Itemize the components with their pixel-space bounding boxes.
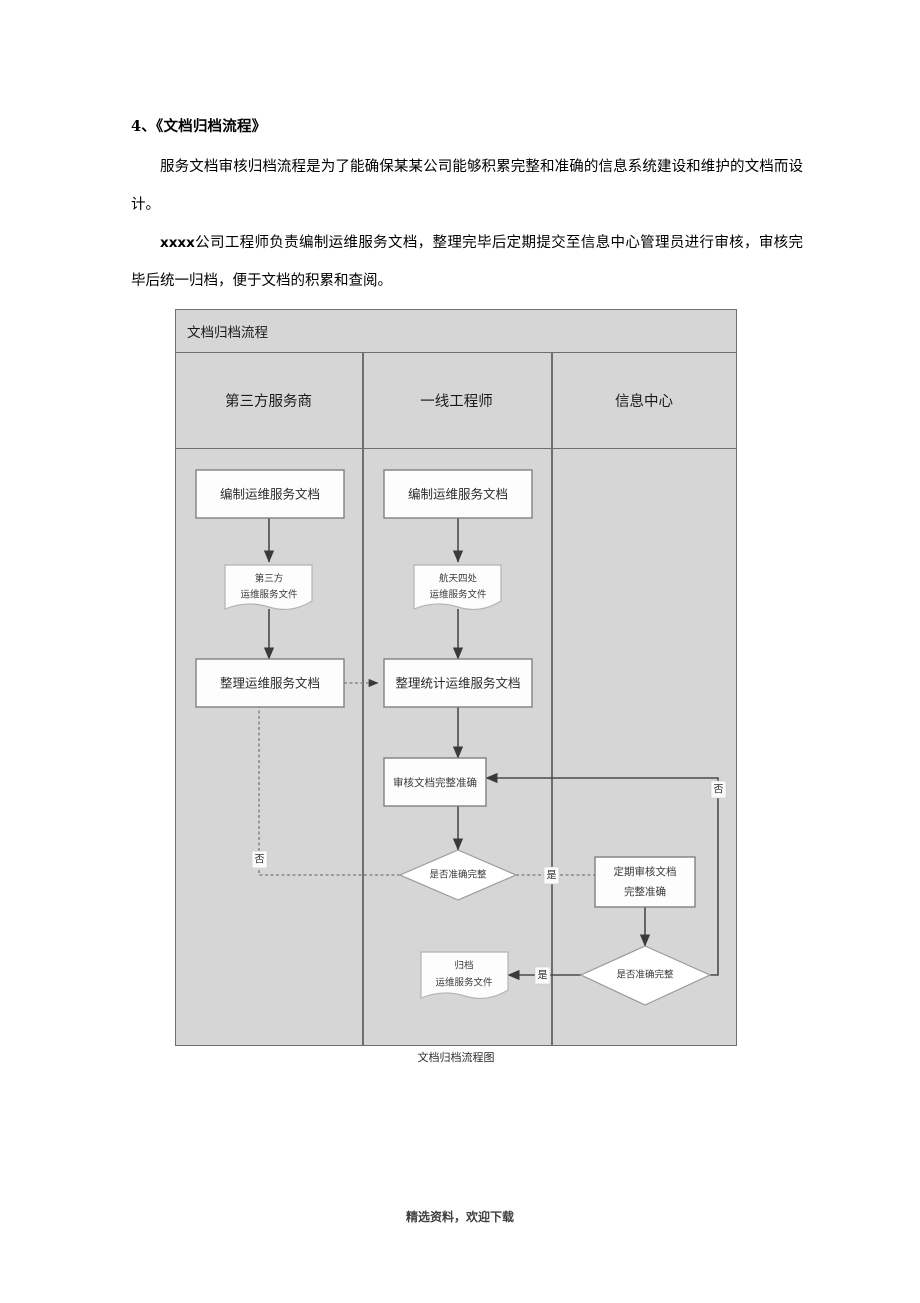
node-n9-line1: 定期审核文档: [614, 865, 677, 878]
flowchart-title: 文档归档流程: [175, 309, 737, 353]
node-compile-ops-doc-thirdparty: [195, 469, 345, 519]
node-n9-line2: 完整准确: [624, 885, 666, 898]
node-n7-label: 审核文档完整准确: [393, 776, 477, 789]
node-n8-label: 是否准确完整: [429, 869, 487, 881]
node-n2-line2: 运维服务文件: [240, 589, 298, 601]
connector-n8-no-to-n3: [254, 688, 400, 876]
lane-divider-1: [362, 353, 364, 1046]
flowchart-diagram: 编制运维服务文档 第三方 运维服务文件 整理运维服务文档 编制运维服务文档 航天…: [195, 469, 727, 1006]
node-compile-ops-doc-engineer: [383, 469, 533, 519]
node-review-doc-complete: [383, 757, 487, 807]
paragraph-1: 服务文档审核归档流程是为了能确保某某公司能够积累完整和准确的信息系统建设和维护的…: [131, 159, 803, 213]
lane-divider-2: [551, 353, 553, 1046]
paragraph-2-text: 公司工程师负责编制运维服务文档，整理完毕后定期提交至信息中心管理员进行审核，审核…: [131, 235, 803, 289]
section-heading: 4、《文档归档流程》: [131, 118, 267, 135]
edge-label-no-left: 否: [255, 854, 265, 866]
edge-label-yes-mid-bg: [543, 866, 560, 885]
edge-label-no-left-bg: [251, 850, 268, 869]
node-n4-label: 编制运维服务文档: [408, 487, 508, 502]
node-n1-label: 编制运维服务文档: [220, 487, 320, 502]
node-n2-line1: 第三方: [255, 573, 284, 585]
lane-header-third-party: 第三方服务商: [175, 353, 362, 449]
node-archived-ops-file: [420, 951, 509, 1000]
node-hangtian-ops-file: [413, 564, 502, 611]
edge-label-no-right: 否: [714, 784, 724, 796]
page-footer: 精选资料，欢迎下载: [405, 1210, 514, 1224]
lane-header-info-center: 信息中心: [551, 353, 737, 449]
node-n11-line1: 归档: [454, 960, 473, 972]
node-organize-ops-doc: [195, 658, 345, 708]
node-n6-label: 整理统计运维服务文档: [395, 676, 520, 691]
paragraph-2: xxxx公司工程师负责编制运维服务文档，整理完毕后定期提交至信息中心管理员进行审…: [131, 224, 803, 300]
node-n5-line1: 航天四处: [439, 573, 478, 585]
flowchart-container: 文档归档流程 第三方服务商 一线工程师 信息中心: [175, 309, 737, 1046]
edge-label-yes-bottom-bg: [534, 966, 551, 985]
node-n5-line2: 运维服务文件: [429, 589, 487, 601]
edge-label-yes-bottom: 是: [538, 970, 548, 982]
edge-label-yes-mid: 是: [547, 870, 557, 882]
document-body: 4、《文档归档流程》 服务文档审核归档流程是为了能确保某某公司能够积累完整和准确…: [131, 112, 803, 300]
figure-caption: 文档归档流程图: [417, 1051, 495, 1064]
connector-n10-no-to-n7: [485, 772, 719, 976]
decision-accurate-complete-right: [579, 945, 712, 1006]
node-periodic-review-doc: [594, 856, 696, 908]
decision-accurate-complete-mid: [398, 849, 518, 901]
node-n11-line2: 运维服务文件: [435, 977, 493, 989]
node-n10-label: 是否准确完整: [616, 969, 674, 981]
edge-label-no-right-bg: [710, 780, 727, 799]
lane-header-engineer: 一线工程师: [362, 353, 551, 449]
node-n3-label: 整理运维服务文档: [220, 676, 320, 691]
paragraph-2-prefix: xxxx: [160, 235, 195, 251]
node-organize-statistics-ops-doc: [383, 658, 533, 708]
node-thirdparty-ops-file: [224, 564, 313, 611]
